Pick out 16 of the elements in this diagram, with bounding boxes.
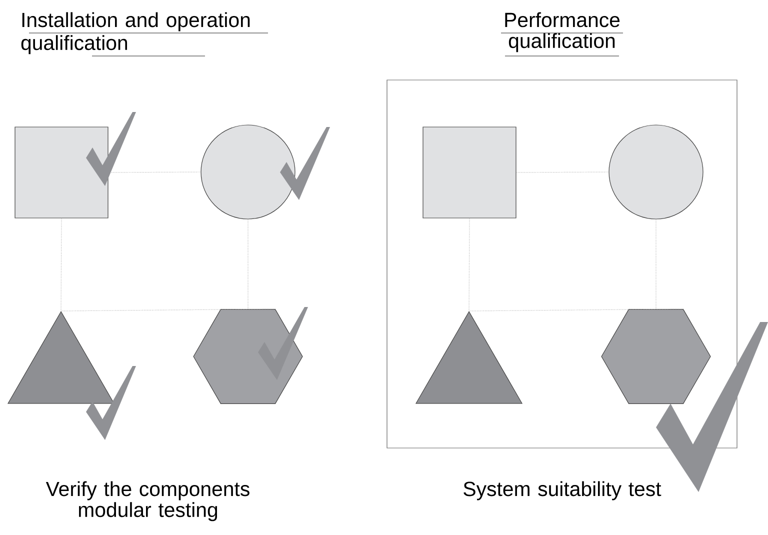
- connector-line: [60, 218, 62, 312]
- square-shape: [14, 126, 108, 218]
- connector-line: [468, 308, 684, 312]
- connector-line: [516, 172, 609, 173]
- hexagon-shape: [601, 309, 711, 404]
- circle-shape: [608, 124, 704, 220]
- heading: Installation and operation qualification: [21, 12, 268, 56]
- caption: System suitability test: [464, 481, 662, 500]
- panel-frame: [386, 80, 738, 448]
- caption: Verify the components modular testing: [46, 481, 250, 522]
- heading: Performance qualification: [500, 12, 624, 56]
- square-shape: [422, 126, 516, 218]
- connector-line: [468, 218, 470, 312]
- connector-line: [60, 308, 276, 312]
- circle-shape: [200, 124, 296, 220]
- hexagon-shape: [193, 309, 303, 404]
